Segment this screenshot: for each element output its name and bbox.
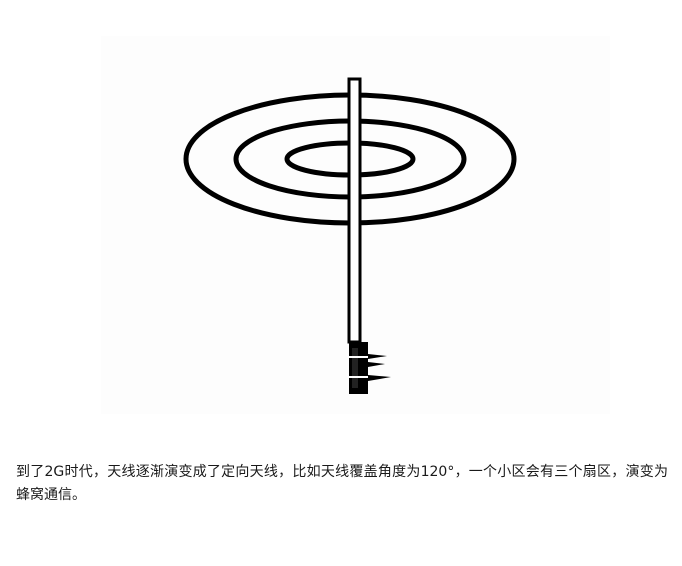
connector-pin-top — [368, 354, 387, 359]
antenna-illustration — [101, 36, 610, 414]
connector-pin-middle — [368, 362, 385, 367]
omnidirectional-antenna-icon — [183, 77, 517, 394]
antenna-mast — [347, 77, 362, 344]
article-paragraph: 到了2G时代，天线逐渐演变成了定向天线，比如天线覆盖角度为120°，一个小区会有… — [16, 464, 668, 503]
connector-pin-bottom — [368, 375, 391, 381]
antenna-mount — [349, 342, 368, 394]
